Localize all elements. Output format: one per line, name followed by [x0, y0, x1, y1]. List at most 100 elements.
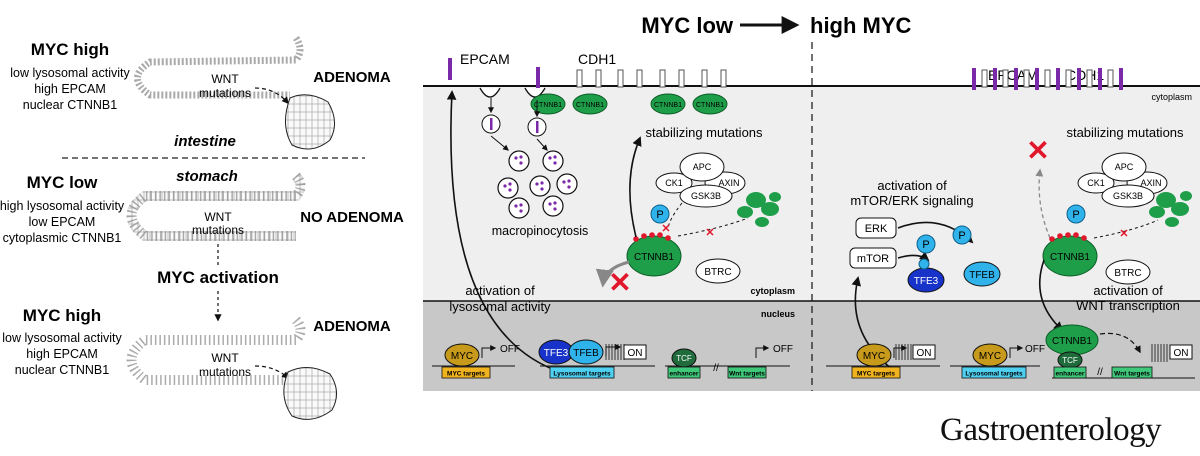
high-membrane-block-icon: ✕ [1026, 135, 1049, 166]
after-line-2: high EPCAM [26, 347, 98, 361]
nucleus-label: nucleus [761, 309, 795, 319]
cdh1-receptors [576, 69, 727, 88]
high-lysosomal-gene: MYC OFF Lysosomal targets [950, 343, 1045, 379]
high-myc-panel: EPCAM CDH1 stabilizing mutations [826, 67, 1195, 379]
stomach-block: stomach MYC low high lysosomal activity … [0, 168, 404, 266]
svg-text:enhancer: enhancer [670, 371, 699, 378]
svg-text:ERK: ERK [865, 223, 888, 235]
lysosomal-activation-line-2: lysosomal activity [449, 299, 551, 314]
after-block: MYC high low lysosomal activity high EPC… [2, 306, 391, 420]
intestine-arrow [254, 87, 289, 105]
svg-text:CTNNB1: CTNNB1 [534, 102, 562, 109]
endocytic-pit-1 [479, 87, 501, 98]
macropinosomes [497, 150, 578, 219]
cell-diagram: MYC low high MYC cytoplasm cytoplasm nuc… [423, 13, 1200, 391]
low-phospho-group: P [650, 204, 670, 224]
stomach-wnt: WNT [204, 210, 232, 224]
high-wnt-gene: enhancer // Wnt targets ON [1052, 344, 1195, 379]
stomach-state: MYC low [27, 173, 99, 192]
svg-text:MYC: MYC [863, 351, 885, 362]
intestine-line-1: low lysosomal activity [10, 66, 130, 80]
svg-text:TCF: TCF [1062, 356, 1078, 365]
stomach-line-1: high lysosomal activity [0, 199, 125, 213]
high-destruction-complex: CK1 AXIN APC GSK3B [1077, 152, 1168, 208]
svg-text:P: P [958, 230, 965, 242]
epcam-marker-1 [448, 58, 452, 80]
low-myc-gene: MYC OFF MYC targets [432, 343, 520, 379]
header-right: high MYC [810, 13, 912, 38]
high-tfeb: TFEB [963, 261, 1001, 287]
svg-text:GSK3B: GSK3B [691, 191, 721, 201]
intestine-mutations: mutations [199, 86, 251, 100]
high-phospho-group: P [1066, 204, 1086, 224]
svg-text:CTNNB1: CTNNB1 [634, 252, 674, 263]
intestine-state: MYC high [31, 40, 109, 59]
low-block-mark-2: ✕ [705, 227, 714, 239]
intestine-label: intestine [174, 133, 236, 150]
svg-text:ON: ON [1174, 348, 1189, 359]
mtor-title-line-2: mTOR/ERK signaling [850, 193, 973, 208]
macropinosome-cargo [503, 155, 571, 213]
cdh1-label: CDH1 [578, 51, 616, 67]
lysosomal-activation-arrow [446, 90, 561, 373]
svg-text:CTNNB1: CTNNB1 [696, 102, 724, 109]
stomach-line-2: low EPCAM [29, 215, 96, 229]
ctnnb1-to-membrane-arrow [629, 136, 642, 238]
svg-text:BTRC: BTRC [1114, 268, 1141, 279]
left-panel: MYC high low lysosomal activity high EPC… [0, 36, 404, 420]
svg-text:ON: ON [917, 348, 932, 359]
svg-text:ON: ON [628, 348, 643, 359]
low-destruction-complex: CK1 AXIN APC GSK3B [655, 152, 746, 208]
svg-text:GSK3B: GSK3B [1113, 191, 1143, 201]
svg-text:MYC targets: MYC targets [857, 371, 895, 378]
intestine-block: MYC high low lysosomal activity high EPC… [10, 36, 391, 150]
svg-text:enhancer: enhancer [1056, 371, 1085, 378]
intestine-wnt: WNT [211, 72, 239, 86]
cytoplasm-label-mid: cytoplasm [750, 286, 795, 296]
intestine-adenoma-mass [285, 94, 335, 150]
high-btrc: BTRC [1105, 259, 1151, 285]
svg-text:Wnt targets: Wnt targets [1114, 371, 1150, 378]
lysosomal-activation-line-1: activation of [465, 283, 535, 298]
svg-text:Lysosomal targets: Lysosomal targets [553, 371, 611, 378]
high-myc-gene: MYC ON MYC targets [826, 343, 940, 379]
after-wnt: WNT [211, 351, 239, 365]
low-ctnnb1-main: CTNNB1 [626, 232, 682, 277]
svg-text:TFEB: TFEB [573, 348, 599, 359]
macropinocytosis-label: macropinocytosis [492, 224, 589, 238]
svg-text:APC: APC [1115, 162, 1134, 172]
myc-activation-label: MYC activation [157, 268, 279, 287]
svg-text://: // [713, 363, 719, 374]
intestine-line-2: high EPCAM [34, 82, 106, 96]
mtor-title-line-1: activation of [877, 178, 947, 193]
svg-text:MYC: MYC [979, 351, 1001, 362]
svg-text:MYC: MYC [451, 351, 473, 362]
svg-text://: // [1097, 367, 1103, 378]
svg-text:OFF: OFF [773, 344, 793, 355]
erk-node: ERK [855, 217, 897, 239]
low-nuclear-block-icon: ✕ [608, 267, 631, 298]
svg-text:AXIN: AXIN [718, 178, 739, 188]
svg-text:CK1: CK1 [665, 178, 683, 188]
wnt-title-line-1: activation of [1093, 283, 1163, 298]
svg-text:P: P [922, 239, 929, 251]
svg-text:BTRC: BTRC [704, 267, 731, 278]
high-membrane-receptors [972, 68, 1123, 90]
svg-text:Lysosomal targets: Lysosomal targets [965, 371, 1023, 378]
high-degradation-fragments [1149, 191, 1192, 227]
svg-text:TFEB: TFEB [969, 270, 995, 281]
high-nuclear-ctnnb1: CTNNB1 TCF [1045, 324, 1099, 369]
low-block-mark-1: ✕ [661, 223, 670, 235]
svg-text:CK1: CK1 [1087, 178, 1105, 188]
epcam-marker-2 [536, 67, 540, 89]
endocytic-vesicles [481, 114, 547, 137]
svg-text:P: P [1072, 209, 1079, 221]
cytoplasm-label-right: cytoplasm [1151, 92, 1192, 102]
header-left: MYC low [641, 13, 734, 38]
low-nuclear-entry-arrow [595, 260, 630, 288]
svg-text:MYC targets: MYC targets [447, 371, 485, 378]
intestine-epithelium [134, 36, 304, 99]
membrane-ctnnb1-row: CTNNB1 CTNNB1 CTNNB1 CTNNB1 [530, 93, 728, 115]
svg-text:CTNNB1: CTNNB1 [1052, 336, 1092, 347]
